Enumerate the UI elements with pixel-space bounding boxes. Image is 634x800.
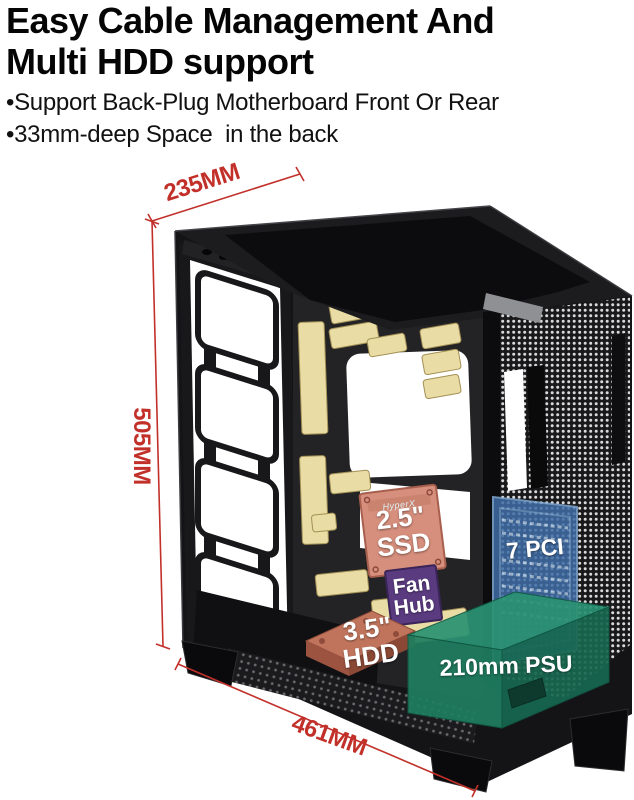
fan-hub-highlight [384, 564, 443, 627]
page-title-line1: Easy Cable Management And [6, 0, 495, 41]
glass-side-panel [179, 240, 298, 682]
dimension-lines [144, 166, 479, 798]
fan-hub-label: Fan Hub [390, 571, 436, 620]
side-recess [612, 333, 625, 465]
cable-strap [314, 569, 370, 597]
cable-strap [297, 321, 329, 435]
dim-line-top [151, 173, 301, 222]
dimension-label-height: 505MM [128, 407, 155, 485]
psu-socket [507, 677, 547, 709]
fan-bracket [195, 458, 279, 558]
cable-strap [311, 512, 338, 533]
psu-highlight [406, 591, 611, 729]
page-title-line2: Multi HDD support [6, 41, 314, 82]
case-feet [181, 640, 629, 793]
feature-bullet-2: •33mm-deep Space in the back [6, 121, 338, 148]
cable-strap [366, 332, 408, 358]
hdd-highlight [304, 610, 417, 676]
hdd-label-line2: HDD [340, 636, 401, 674]
ssd-highlight [358, 483, 447, 578]
fan-bracket [195, 270, 279, 370]
feature-bullets: •Support Back-Plug Motherboard Front Or … [6, 87, 626, 151]
cable-strap [328, 320, 380, 350]
case-foot [569, 708, 629, 772]
pci-label: 7 PCI [505, 533, 565, 564]
hdd-label: 3.5" HDD [337, 610, 401, 674]
dim-line-bottom [177, 663, 476, 792]
feature-bullet-1: •Support Back-Plug Motherboard Front Or … [6, 89, 499, 116]
io-slot-dark [527, 365, 548, 489]
ssd-label-line2: SSD [375, 525, 432, 563]
dim-line-left [151, 220, 164, 647]
cable-strap [421, 348, 462, 375]
io-slot-white [504, 369, 527, 491]
psu-front-face [407, 634, 503, 729]
cable-strap [328, 469, 372, 495]
top-panel [174, 205, 633, 649]
header: Easy Cable Management And Multi HDD supp… [6, 0, 626, 151]
cable-strap [422, 373, 462, 399]
ssd-label: 2.5" SSD [372, 500, 432, 563]
psu-label: 210mm PSU [439, 650, 573, 681]
dust-filter [225, 216, 590, 322]
case-foot [429, 747, 493, 793]
cable-strap [419, 322, 462, 350]
fan-bracket [195, 364, 279, 464]
handle-accent [483, 293, 543, 323]
vent-strip-holes [224, 648, 478, 744]
